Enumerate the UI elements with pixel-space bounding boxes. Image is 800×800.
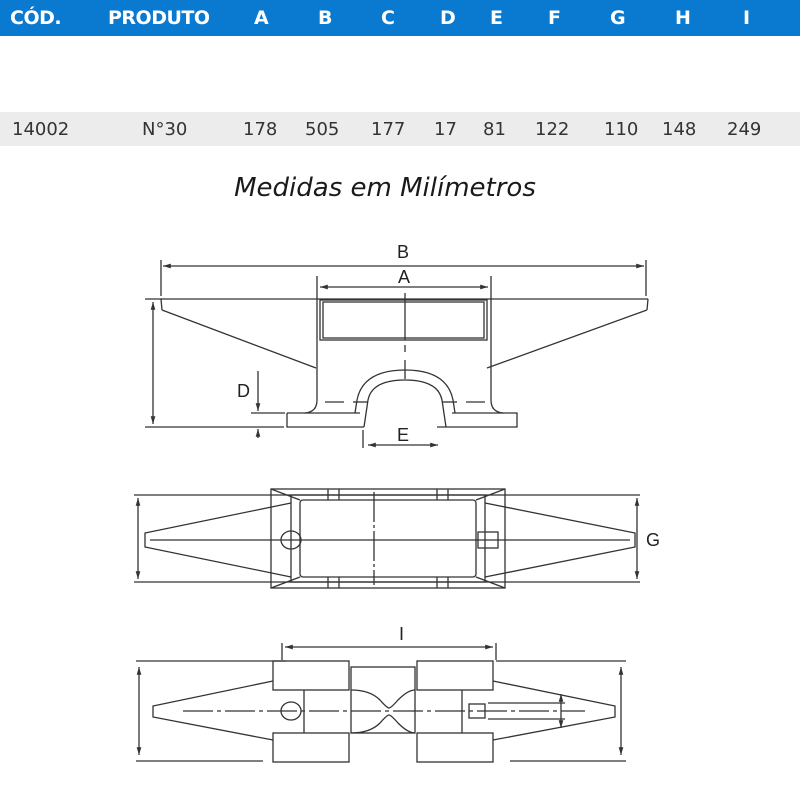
label-d: D	[237, 381, 250, 401]
cell-g: 110	[604, 119, 639, 140]
header-produto: PRODUTO	[108, 7, 210, 29]
header-d: D	[440, 7, 456, 29]
cell-c: 177	[371, 119, 406, 140]
top-view	[134, 488, 640, 589]
cell-f: 122	[535, 119, 570, 140]
units-caption: Medidas em Milímetros	[234, 173, 536, 203]
bottom-view	[136, 643, 626, 763]
cell-d: 17	[434, 119, 457, 140]
header-c: C	[381, 7, 395, 29]
label-e: E	[397, 425, 409, 445]
header-a: A	[254, 7, 269, 29]
cell-i: 249	[727, 119, 762, 140]
table-row: 14002 N°30 178 505 177 17 81 122 110 148…	[0, 112, 800, 146]
header-i: I	[743, 7, 750, 29]
side-view	[145, 260, 649, 448]
header-e: E	[490, 7, 503, 29]
cell-produto: N°30	[142, 119, 188, 140]
cell-b: 505	[305, 119, 340, 140]
header-g: G	[610, 7, 626, 29]
cell-h: 148	[662, 119, 697, 140]
header-b: B	[318, 7, 332, 29]
cell-cod: 14002	[12, 119, 70, 140]
header-h: H	[675, 7, 691, 29]
label-b: B	[397, 242, 409, 262]
table-header: CÓD. PRODUTO A B C D E F G H I	[0, 0, 800, 36]
header-f: F	[548, 7, 561, 29]
label-a: A	[398, 267, 410, 287]
cell-a: 178	[243, 119, 278, 140]
cell-e: 81	[483, 119, 506, 140]
label-i: I	[399, 624, 404, 644]
label-g: G	[646, 530, 660, 550]
header-cod: CÓD.	[10, 7, 62, 29]
